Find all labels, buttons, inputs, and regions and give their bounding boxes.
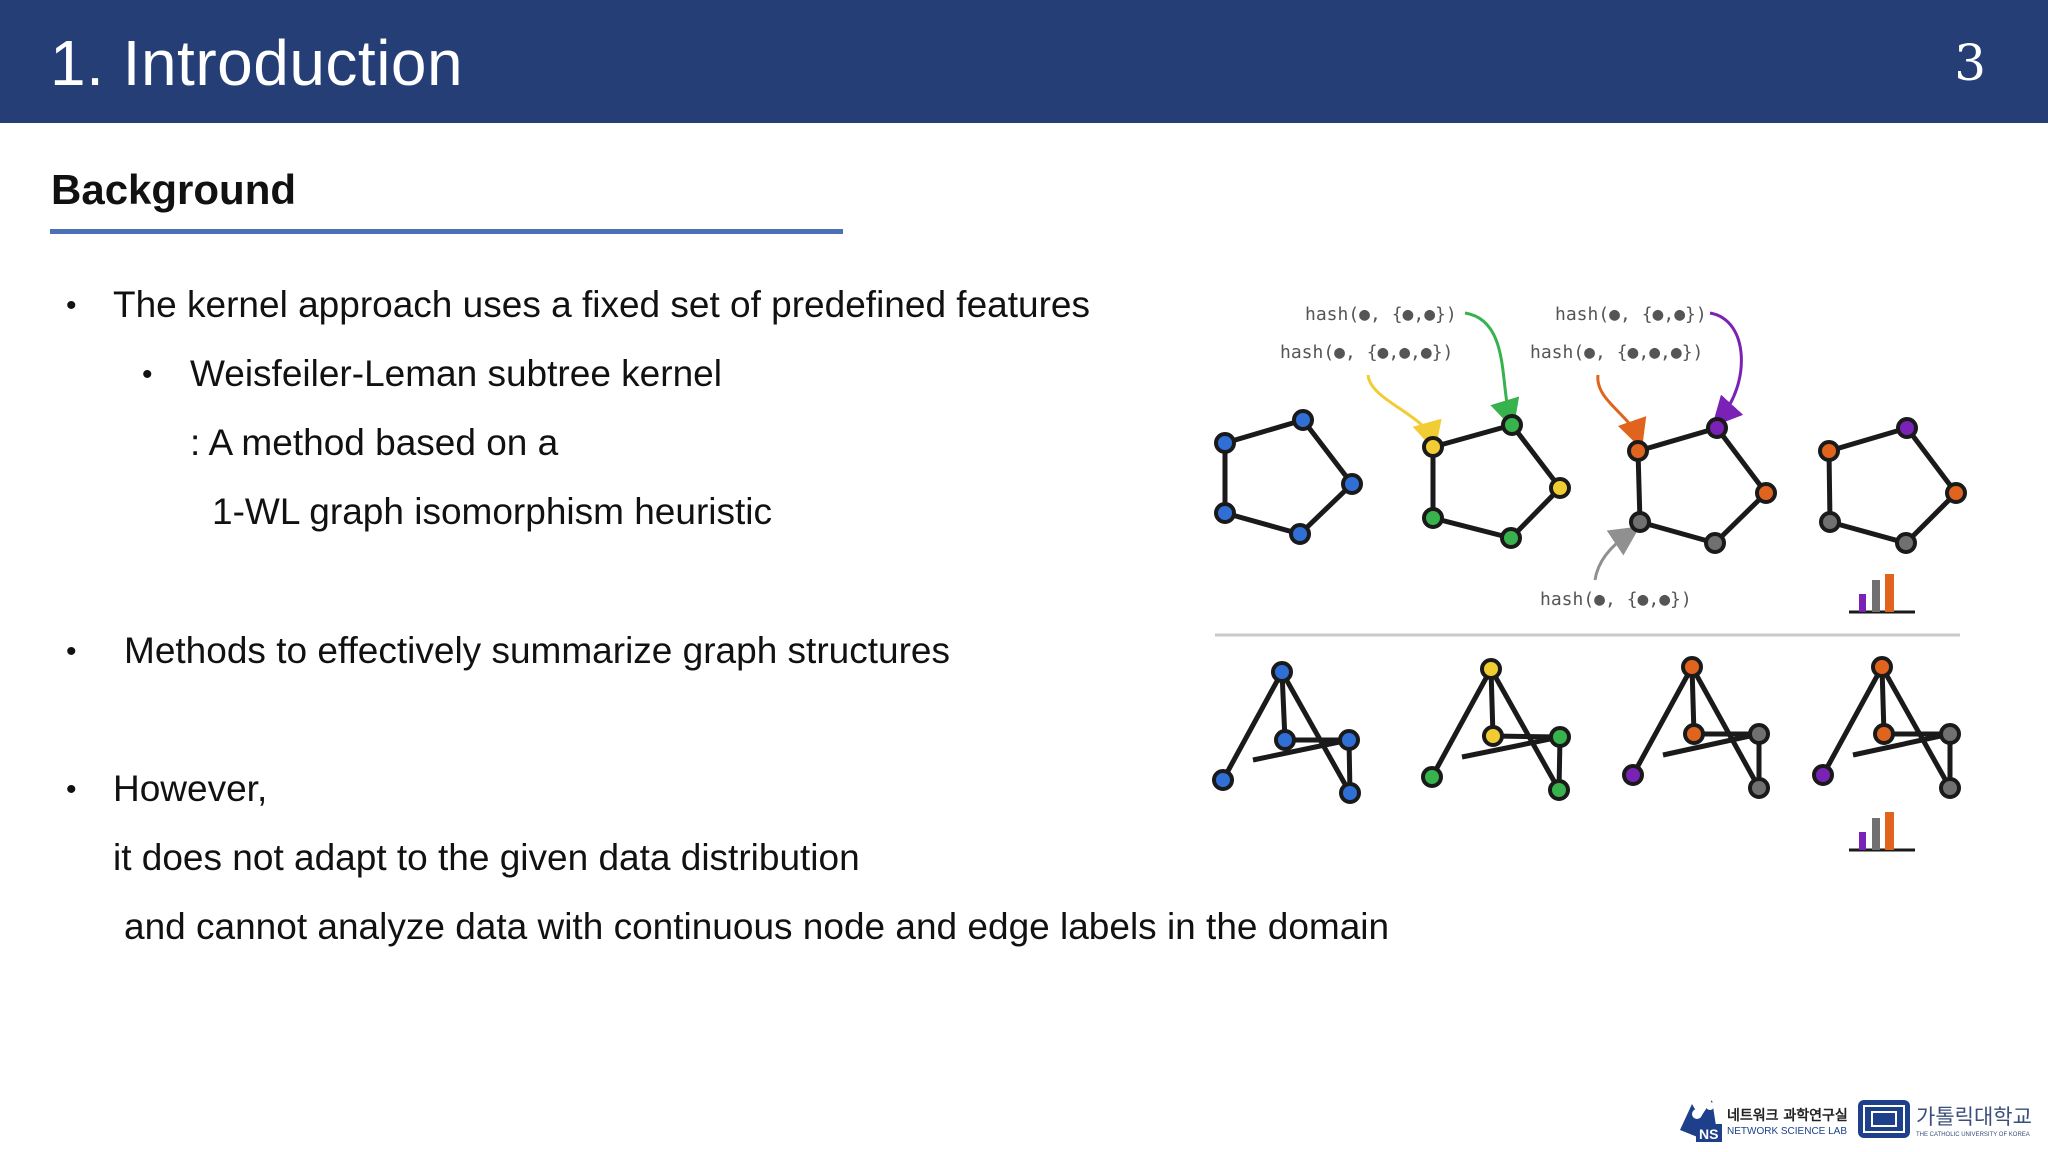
arrow-gray — [1593, 526, 1640, 581]
bullet-summarize: Methods to effectively summarize graph s… — [124, 630, 950, 671]
arrow-yellow — [1366, 374, 1442, 452]
wl-kernel-illustration: hash(●, {●,●}) hash(●, {●,●,●}) hash(●, … — [1212, 304, 1967, 852]
svg-text:네트워크 과학연구실: 네트워크 과학연구실 — [1727, 1108, 1848, 1124]
bullet-marker: • — [66, 773, 77, 806]
arrow-orange — [1596, 374, 1647, 450]
histogram-bottom — [1849, 812, 1915, 852]
slide-title: 1. Introduction — [50, 27, 464, 99]
slide-header: 1. Introduction 3 — [0, 0, 2048, 123]
page-number: 3 — [1954, 34, 1986, 92]
sub-bullet-wl-kernel: Weisfeiler-Leman subtree kernel — [190, 353, 722, 394]
hash-label: hash(●, {●,●}) — [1305, 304, 1457, 325]
bullet-marker: • — [66, 635, 77, 668]
bullet-however: However, — [113, 768, 268, 809]
arrow-green — [1464, 311, 1520, 430]
hash-label: hash(●, {●,●,●}) — [1280, 342, 1453, 363]
bullet-marker: • — [66, 289, 77, 322]
svg-text:NS: NS — [1699, 1126, 1718, 1142]
network-science-lab-logo: NS 네트워크 과학연구실 NETWORK SCIENCE LAB — [1680, 1100, 1848, 1142]
hash-label: hash(●, {●,●,●}) — [1530, 342, 1703, 363]
wl-description-line1: : A method based on a — [190, 422, 559, 463]
catholic-university-logo: 가톨릭대학교 THE CATHOLIC UNIVERSITY OF KOREA — [1858, 1100, 2032, 1138]
histogram-top — [1849, 574, 1915, 614]
hash-label: hash(●, {●,●}) — [1540, 589, 1692, 610]
svg-text:THE CATHOLIC UNIVERSITY OF KOR: THE CATHOLIC UNIVERSITY OF KOREA — [1916, 1132, 2030, 1138]
hash-label: hash(●, {●,●}) — [1555, 304, 1707, 325]
svg-text:NETWORK SCIENCE LAB: NETWORK SCIENCE LAB — [1727, 1126, 1847, 1137]
however-line2: it does not adapt to the given data dist… — [113, 837, 860, 878]
section-title: Background — [51, 166, 297, 213]
wl-description-line2: 1-WL graph isomorphism heuristic — [212, 491, 772, 532]
footer-logos: NS 네트워크 과학연구실 NETWORK SCIENCE LAB 가톨릭대학교… — [1680, 1100, 2032, 1142]
however-line3: and cannot analyze data with continuous … — [124, 906, 1390, 947]
sub-bullet-marker: • — [142, 358, 153, 391]
arrow-purple — [1709, 311, 1744, 427]
bullet-kernel-approach: The kernel approach uses a fixed set of … — [113, 284, 1090, 325]
section-underline — [50, 229, 843, 234]
svg-text:가톨릭대학교: 가톨릭대학교 — [1916, 1105, 2032, 1129]
